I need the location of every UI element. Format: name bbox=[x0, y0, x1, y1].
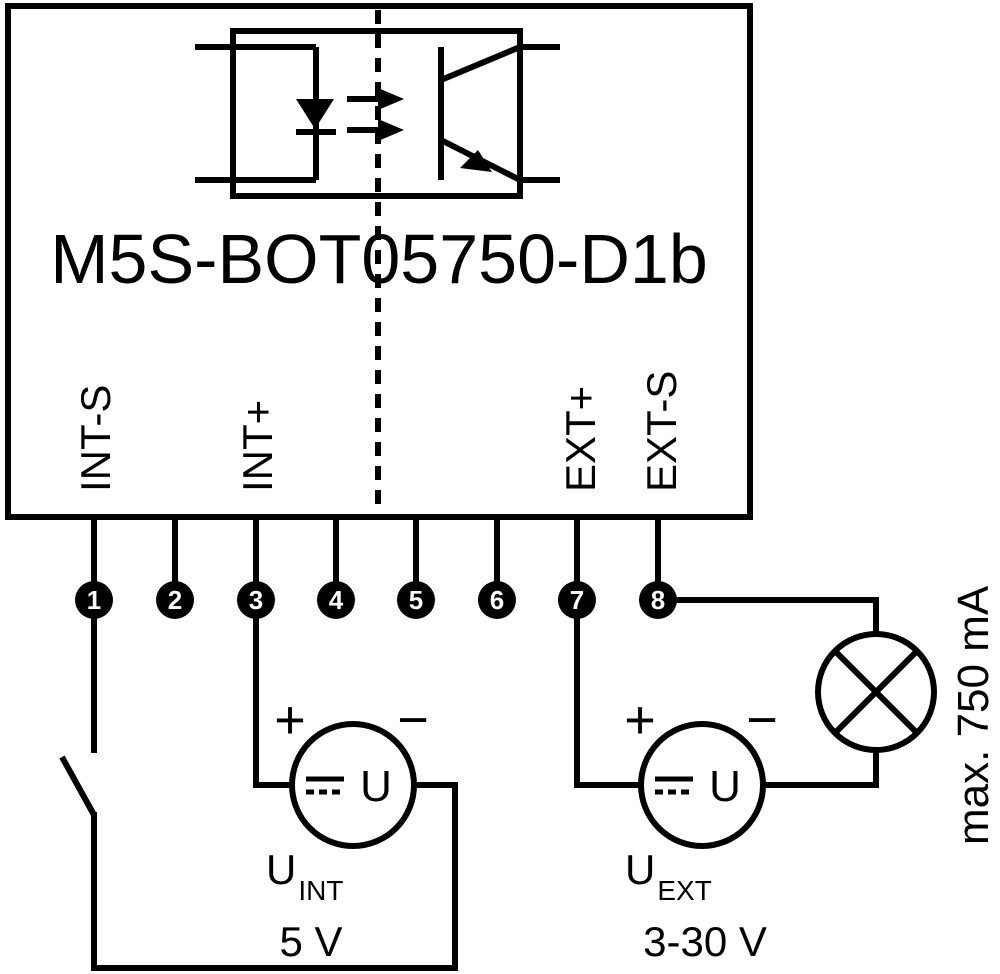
phototransistor-icon bbox=[438, 44, 560, 183]
terminal-label-int-plus: INT+ bbox=[234, 400, 281, 492]
terminal-label-int-s: INT-S bbox=[72, 385, 119, 492]
pin-4: 4 bbox=[317, 581, 355, 619]
external-source-minus: − bbox=[746, 690, 778, 750]
svg-text:8: 8 bbox=[651, 585, 665, 615]
pin-8: 8 bbox=[639, 581, 677, 619]
svg-text:6: 6 bbox=[490, 585, 504, 615]
svg-text:1: 1 bbox=[87, 585, 101, 615]
pin-6: 6 bbox=[478, 581, 516, 619]
module-title: M5S-BOT05750-D1b bbox=[50, 220, 708, 298]
internal-source-voltage: 5 V bbox=[279, 918, 342, 965]
lamp-icon bbox=[815, 631, 937, 753]
terminal-label-ext-s: EXT-S bbox=[638, 371, 685, 492]
external-source-name: UEXT bbox=[625, 846, 712, 906]
internal-circuit-wires bbox=[91, 616, 458, 971]
external-source-symbol: U bbox=[709, 762, 741, 811]
led-icon bbox=[296, 99, 336, 135]
pin-3: 3 bbox=[237, 581, 275, 619]
pin-1: 1 bbox=[75, 581, 113, 619]
svg-text:5: 5 bbox=[409, 585, 423, 615]
pin-2: 2 bbox=[156, 581, 194, 619]
svg-text:7: 7 bbox=[570, 585, 584, 615]
load-rating: max. 750 mA bbox=[949, 585, 998, 845]
internal-source-symbol: U bbox=[360, 762, 392, 811]
pin-stubs bbox=[91, 517, 661, 582]
external-source-voltage: 3-30 V bbox=[643, 918, 767, 965]
pin-7: 7 bbox=[558, 581, 596, 619]
svg-text:4: 4 bbox=[329, 585, 344, 615]
internal-source-icon bbox=[289, 721, 417, 849]
internal-source-plus: + bbox=[274, 690, 306, 750]
external-source-plus: + bbox=[624, 690, 656, 750]
svg-text:3: 3 bbox=[249, 585, 263, 615]
terminal-label-ext-plus: EXT+ bbox=[557, 386, 604, 492]
pin-5: 5 bbox=[397, 581, 435, 619]
internal-source-name: UINT bbox=[266, 846, 343, 906]
svg-text:2: 2 bbox=[168, 585, 182, 615]
light-arrows-icon bbox=[347, 88, 404, 141]
switch-icon bbox=[59, 755, 97, 817]
internal-source-minus: − bbox=[397, 690, 429, 750]
external-circuit-wires bbox=[574, 597, 879, 788]
external-source-icon bbox=[638, 721, 766, 849]
